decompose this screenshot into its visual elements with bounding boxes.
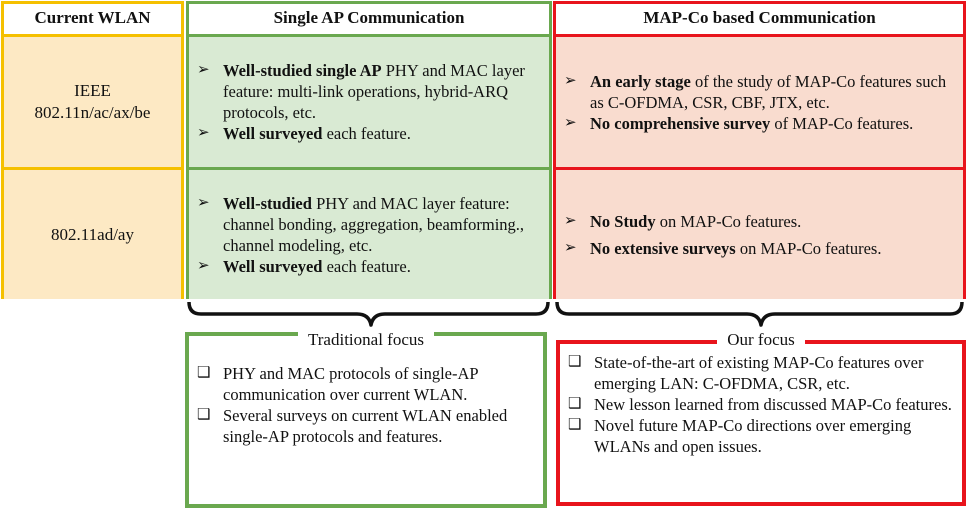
list-item: ➢ Well-studied single AP PHY and MAC laye… xyxy=(189,60,539,123)
single-ap-header: Single AP Communication xyxy=(189,4,549,37)
item-text: of MAP-Co features. xyxy=(770,113,914,133)
mapco-row-2-list: ➢ No Study on MAP-Co features. ➢ No extens… xyxy=(556,211,881,259)
list-item: ➢ No comprehensive survey of MAP-Co featu… xyxy=(556,113,953,134)
our-focus-list: ❑ State-of-the-art of existing MAP-Co fea… xyxy=(560,352,960,457)
item-text: PHY and MAC layer feature: channel bondi… xyxy=(223,193,525,255)
item-bold: No comprehensive survey xyxy=(590,113,771,133)
item-bold: No extensive surveys xyxy=(590,238,736,258)
item-text: Several surveys on current WLAN enabled … xyxy=(223,406,508,446)
single-ap-row-2-list: ➢ Well-studied PHY and MAC layer feature:… xyxy=(189,193,539,277)
list-item: ❑ Several surveys on current WLAN enabled… xyxy=(189,405,539,447)
traditional-focus-title: Traditional focus xyxy=(297,330,434,350)
checkbox-bullet-icon: ❑ xyxy=(197,365,211,381)
brace-connectors xyxy=(187,301,964,327)
current-wlan-header: Current WLAN xyxy=(4,4,181,37)
item-text: each feature. xyxy=(322,256,411,276)
item-text: each feature. xyxy=(322,124,411,143)
arrow-bullet-icon: ➢ xyxy=(564,212,577,229)
traditional-focus-content: ❑ PHY and MAC protocols of single-AP comm… xyxy=(189,363,539,447)
item-text: on MAP-Co features. xyxy=(735,238,882,258)
item-bold: An early stage xyxy=(590,71,691,91)
list-item: ➢ Well-studied PHY and MAC layer feature:… xyxy=(189,193,539,256)
wlan-row-2-label: 802.11ad/ay xyxy=(4,170,181,299)
list-item: ➢ An early stage of the study of MAP-Co f… xyxy=(556,71,953,113)
arrow-bullet-icon: ➢ xyxy=(197,62,210,78)
list-item: ➢ No Study on MAP-Co features. xyxy=(556,211,881,232)
mapco-row-2: ➢ No Study on MAP-Co features. ➢ No extens… xyxy=(556,170,963,299)
checkbox-bullet-icon: ❑ xyxy=(197,407,211,423)
list-item: ❑ State-of-the-art of existing MAP-Co fea… xyxy=(560,352,960,394)
item-text: of the study of MAP-Co features such as … xyxy=(590,71,947,112)
current-wlan-column: Current WLAN IEEE 802.11n/ac/ax/be 802.1… xyxy=(1,1,184,299)
checkbox-bullet-icon: ❑ xyxy=(568,396,582,412)
single-ap-column: Single AP Communication ➢ Well-studied si… xyxy=(186,1,552,299)
traditional-focus-title-wrap: Traditional focus xyxy=(185,330,547,350)
mapco-header: MAP-Co based Communication xyxy=(556,4,963,37)
item-text: on MAP-Co features. xyxy=(655,211,802,231)
single-ap-row-1: ➢ Well-studied single AP PHY and MAC laye… xyxy=(189,37,549,170)
single-ap-row-1-list: ➢ Well-studied single AP PHY and MAC laye… xyxy=(189,60,539,144)
mapco-row-1-list: ➢ An early stage of the study of MAP-Co f… xyxy=(556,71,953,134)
our-focus-title: Our focus xyxy=(717,330,805,350)
mapco-column: MAP-Co based Communication ➢ An early sta… xyxy=(553,1,966,299)
list-item: ➢ No extensive surveys on MAP-Co features… xyxy=(556,238,881,259)
arrow-bullet-icon: ➢ xyxy=(564,239,577,256)
arrow-bullet-icon: ➢ xyxy=(197,194,210,211)
arrow-bullet-icon: ➢ xyxy=(197,125,210,141)
checkbox-bullet-icon: ❑ xyxy=(568,354,582,370)
our-focus-title-wrap: Our focus xyxy=(556,330,966,350)
item-bold: Well-studied xyxy=(223,193,312,213)
item-bold: Well surveyed xyxy=(223,256,323,276)
item-bold: Well-studied single AP xyxy=(223,61,382,80)
item-bold: Well surveyed xyxy=(223,124,323,143)
checkbox-bullet-icon: ❑ xyxy=(568,417,582,433)
arrow-bullet-icon: ➢ xyxy=(564,72,577,89)
item-text: New lesson learned from discussed MAP-Co… xyxy=(594,395,952,414)
list-item: ❑ Novel future MAP-Co directions over eme… xyxy=(560,415,960,457)
single-ap-row-2: ➢ Well-studied PHY and MAC layer feature:… xyxy=(189,170,549,299)
list-item: ❑ New lesson learned from discussed MAP-C… xyxy=(560,394,960,415)
our-focus-content: ❑ State-of-the-art of existing MAP-Co fea… xyxy=(560,352,960,457)
list-item: ➢ Well surveyed each feature. xyxy=(189,256,539,277)
item-text: PHY and MAC layer feature: multi-link op… xyxy=(223,61,525,122)
item-text: Novel future MAP-Co directions over emer… xyxy=(594,416,912,456)
wlan-row-1-label: IEEE 802.11n/ac/ax/be xyxy=(4,37,181,170)
left-brace-icon xyxy=(187,301,550,327)
arrow-bullet-icon: ➢ xyxy=(564,114,577,131)
right-brace-icon xyxy=(555,301,964,327)
mapco-row-1: ➢ An early stage of the study of MAP-Co f… xyxy=(556,37,963,170)
traditional-focus-list: ❑ PHY and MAC protocols of single-AP comm… xyxy=(189,363,539,447)
list-item: ❑ PHY and MAC protocols of single-AP comm… xyxy=(189,363,539,405)
item-text: State-of-the-art of existing MAP-Co feat… xyxy=(594,353,924,393)
arrow-bullet-icon: ➢ xyxy=(197,257,210,274)
item-text: PHY and MAC protocols of single-AP commu… xyxy=(223,364,478,404)
list-item: ➢ Well surveyed each feature. xyxy=(189,123,539,144)
item-bold: No Study xyxy=(590,211,656,231)
